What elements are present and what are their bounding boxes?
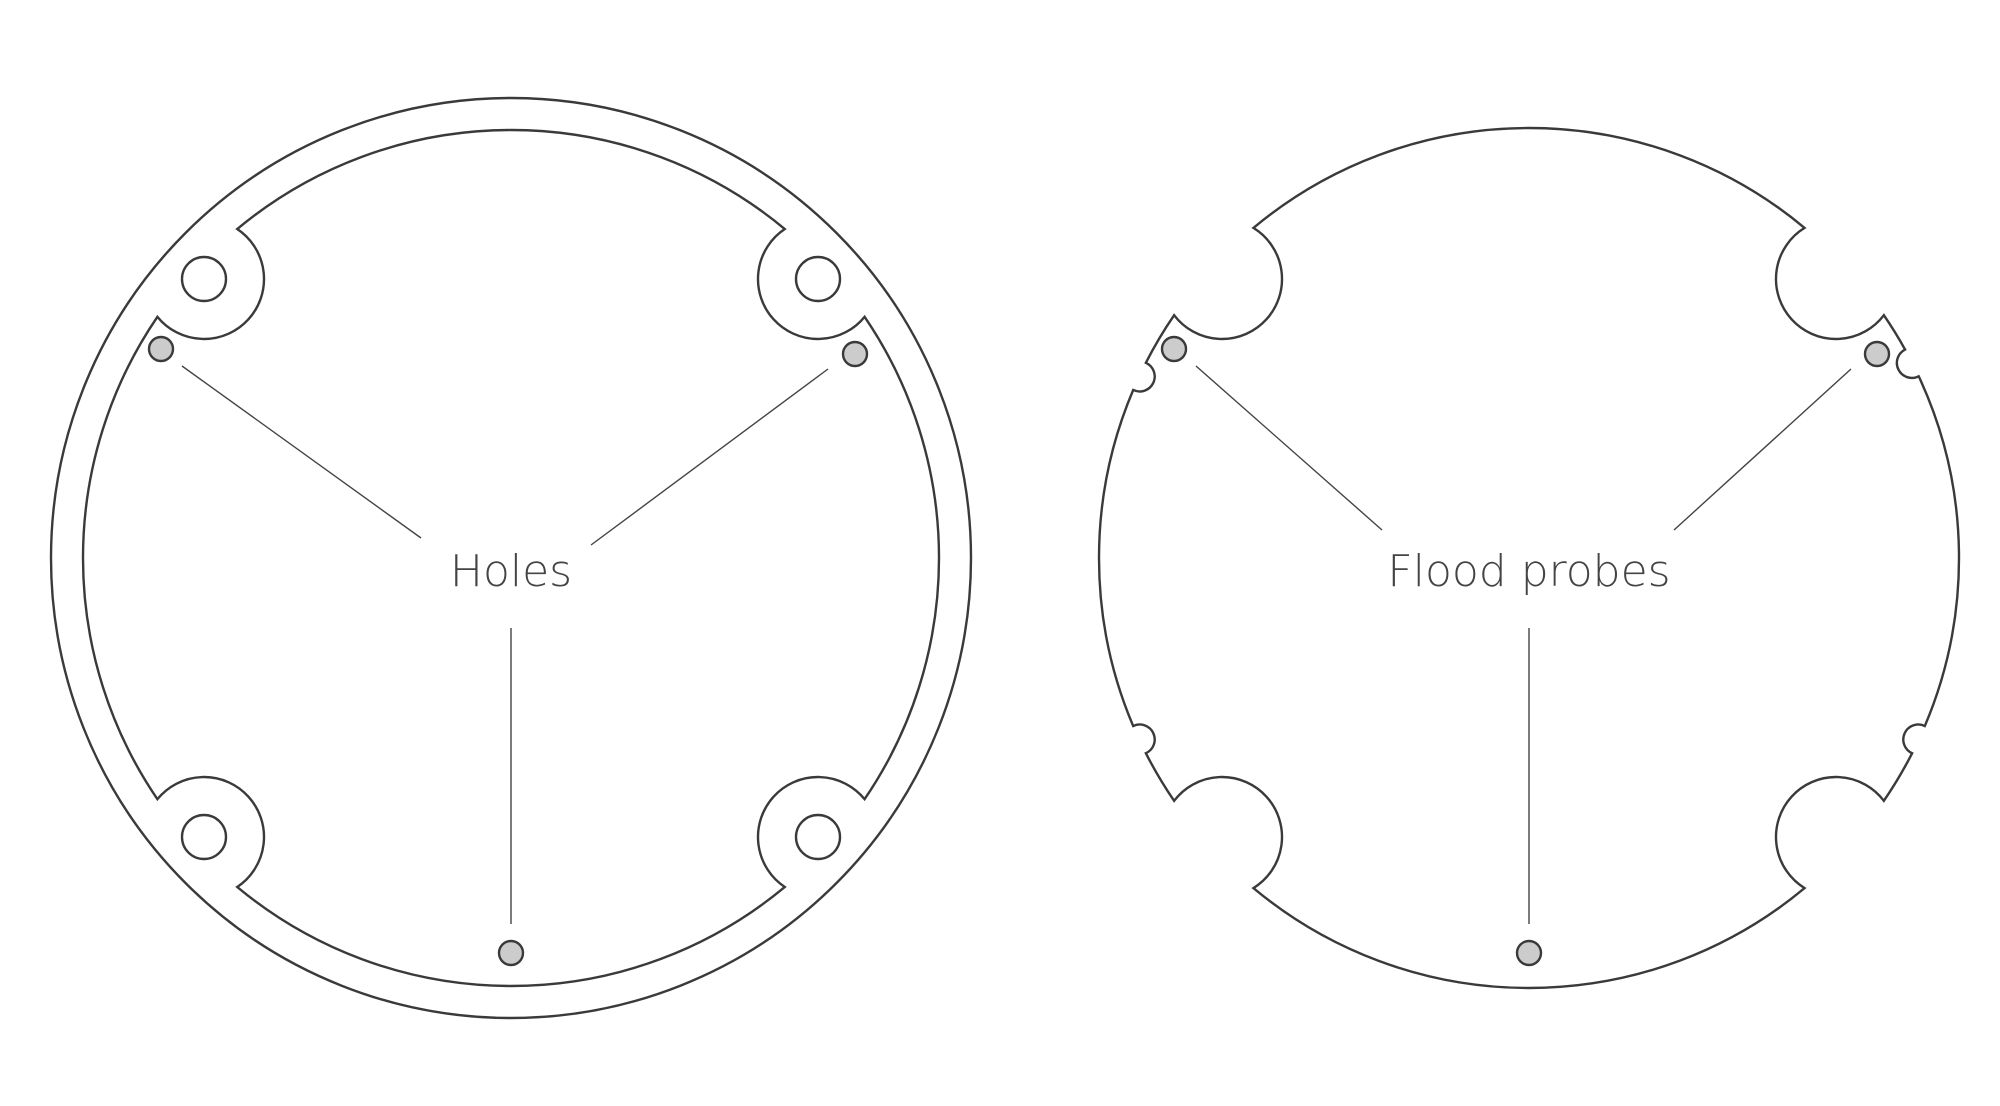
- probe-marker: [841, 340, 869, 368]
- bolt-hole: [794, 255, 842, 303]
- leader-lines: [1195, 365, 1852, 924]
- holes-label: Holes: [450, 546, 572, 597]
- leader-line: [1195, 365, 1383, 531]
- bolt-hole: [180, 255, 228, 303]
- bolt-holes: [180, 255, 842, 861]
- probe-markers: [1160, 335, 1891, 967]
- probe-marker: [147, 335, 175, 363]
- bolt-hole: [180, 813, 228, 861]
- probe-marker: [1863, 340, 1891, 368]
- holes-diagram: Holes: [49, 96, 973, 1020]
- bolt-hole: [794, 813, 842, 861]
- leader-line: [1673, 368, 1852, 531]
- leader-line: [181, 365, 422, 539]
- probe-markers: [147, 335, 869, 967]
- probe-marker: [1515, 939, 1543, 967]
- outer-flange-circle: [49, 96, 973, 1020]
- flood-probes-label: Flood probes: [1387, 546, 1670, 597]
- inner-ring-with-lobes: [81, 128, 941, 988]
- notched-plate-outline: [1097, 126, 1961, 990]
- probe-marker: [1160, 335, 1188, 363]
- leader-line: [590, 368, 829, 546]
- flood-probes-diagram: Flood probes: [1097, 126, 1961, 990]
- probe-marker: [497, 939, 525, 967]
- leader-lines: [181, 365, 829, 924]
